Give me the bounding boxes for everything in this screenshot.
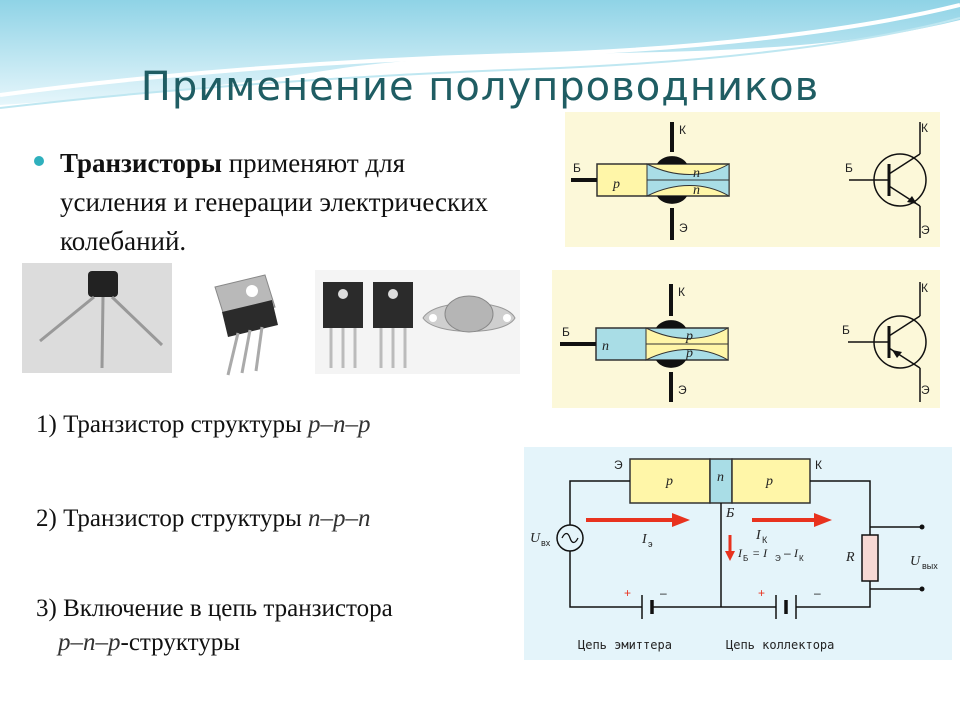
item-circuit-text: 3) Включение в цепь транзистора xyxy=(36,595,393,622)
item-circuit: 3) Включение в цепь транзистора p–n–p-ст… xyxy=(36,592,393,660)
circuit-panel: p n p Э К Б + – + – R xyxy=(524,447,952,660)
item-npn-formula: n–p–n xyxy=(308,505,371,532)
item-circuit-suffix: -структуры xyxy=(120,629,241,656)
header-waves xyxy=(0,0,960,109)
npn-base-label: Б xyxy=(562,325,570,339)
pnp-base-label: Б xyxy=(573,161,581,175)
photo-power-transistors xyxy=(315,270,520,374)
item-npn-text: 2) Транзистор структуры xyxy=(36,505,309,532)
collector-circuit-label: Цепь коллектора xyxy=(726,638,834,652)
bullet-marker xyxy=(34,156,44,166)
npn-symbol-emitter: Э xyxy=(921,383,930,397)
pnp-collector-label: К xyxy=(679,123,686,137)
item-pnp: 1) Транзистор структуры p–n–p xyxy=(36,408,371,442)
diagram-pnp-panel: К Э Б p n n К Б Э xyxy=(565,112,940,247)
svg-text:I: I xyxy=(793,546,799,560)
photo-to220-transistor xyxy=(190,267,285,377)
emitter-current-subscript: э xyxy=(648,539,653,549)
pnp-symbol-emitter: Э xyxy=(921,223,930,237)
bullet-text: Транзисторы применяют для усиления и ген… xyxy=(60,144,500,261)
svg-text:Э: Э xyxy=(775,554,781,563)
npn-emitter-label: Э xyxy=(678,383,687,397)
collector-current-subscript: К xyxy=(762,535,768,545)
svg-text:К: К xyxy=(799,554,804,563)
output-voltage-subscript: вых xyxy=(922,561,938,571)
npn-symbol-base: Б xyxy=(842,323,850,337)
circuit-collector-label: К xyxy=(815,458,822,472)
collector-battery-plus: + xyxy=(758,586,765,600)
npn-region-top: p xyxy=(685,329,693,344)
npn-region-bottom: p xyxy=(685,346,693,361)
photo-small-transistor xyxy=(22,263,172,373)
diagram-npn-panel: К Э Б n p p К Б Э xyxy=(552,270,940,408)
item-pnp-text: 1) Транзистор структуры xyxy=(36,411,309,438)
pnp-region-bottom: n xyxy=(693,183,700,198)
current-formula: I Б = I Э – I К xyxy=(737,546,804,563)
svg-text:I: I xyxy=(737,546,743,560)
circuit-base-label: Б xyxy=(725,506,734,521)
npn-symbol-collector: К xyxy=(921,281,928,295)
item-npn: 2) Транзистор структуры n–p–n xyxy=(36,502,371,536)
emitter-battery-plus: + xyxy=(624,586,631,600)
item-pnp-formula: p–n–p xyxy=(308,411,371,438)
emitter-circuit-label: Цепь эмиттера xyxy=(578,638,672,652)
svg-text:–: – xyxy=(784,546,791,560)
npn-region-base: n xyxy=(602,339,609,354)
svg-text:= I: = I xyxy=(752,546,768,560)
page-title: Применение полупроводников xyxy=(140,64,820,110)
collector-current-label: I xyxy=(755,528,762,543)
circuit-region-middle: n xyxy=(717,470,724,485)
emitter-current-label: I xyxy=(641,532,648,547)
pnp-region-base: p xyxy=(612,177,620,192)
circuit-region-right: p xyxy=(765,474,773,489)
item-circuit-formula: p–n–p xyxy=(58,629,121,656)
circuit-emitter-label: Э xyxy=(614,458,623,472)
resistor-label: R xyxy=(845,550,855,565)
collector-battery-minus: – xyxy=(814,586,821,600)
pnp-region-top: n xyxy=(693,166,700,181)
circuit-region-left: p xyxy=(665,474,673,489)
svg-text:Б: Б xyxy=(743,554,748,563)
input-voltage-subscript: вх xyxy=(541,538,551,548)
output-voltage-label: U xyxy=(910,554,921,569)
bullet-bold-term: Транзисторы xyxy=(60,148,222,178)
npn-collector-label: К xyxy=(678,285,685,299)
pnp-symbol-base: Б xyxy=(845,161,853,175)
input-voltage-label: U xyxy=(530,531,541,546)
bullet-description: применяют для усиления и генерации элект… xyxy=(60,148,489,256)
emitter-battery-minus: – xyxy=(660,586,667,600)
pnp-symbol-collector: К xyxy=(921,121,928,135)
pnp-emitter-label: Э xyxy=(679,221,688,235)
